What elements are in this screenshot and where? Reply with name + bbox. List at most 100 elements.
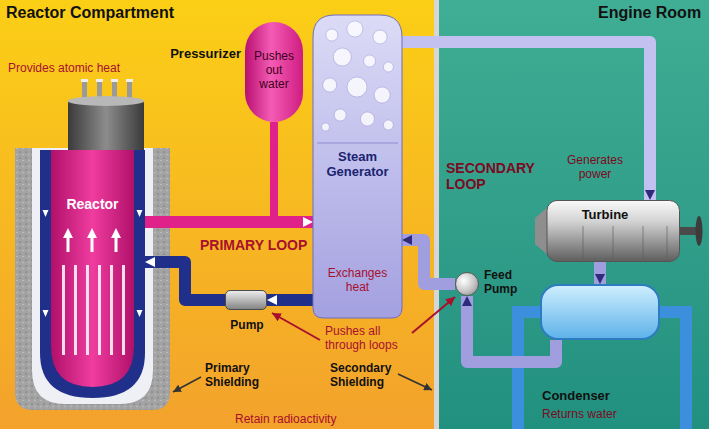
steam-bubble	[347, 21, 363, 37]
rod-cap	[126, 79, 133, 82]
fuel-rod	[74, 265, 77, 355]
condenser: CondenserReturns water	[540, 284, 660, 340]
turbine-casing	[547, 201, 680, 262]
flow-arrow	[43, 310, 49, 317]
text-slot: Steam Generator	[317, 150, 398, 180]
vessel-head	[68, 100, 144, 154]
component-heading: Provides atomic heat	[8, 62, 120, 76]
turbine-stage	[667, 226, 668, 258]
flow-arrow	[111, 228, 121, 252]
turbine: Generates powerTurbine	[535, 200, 680, 262]
component-heading: Feed Pump	[484, 269, 528, 297]
text-slot: Condenser	[542, 386, 642, 404]
leader-arrow	[173, 377, 201, 392]
flow-arrow	[137, 210, 143, 217]
turbine-stage	[643, 226, 644, 258]
annotation: Pushes all through loops	[325, 325, 415, 353]
pipe	[145, 122, 274, 222]
text-slot: Feed Pump	[484, 269, 528, 297]
rod-cap	[111, 79, 118, 82]
component-heading: Pump	[230, 319, 263, 333]
steam-bubble	[334, 109, 346, 121]
bulkhead	[434, 0, 439, 429]
loop-label: SECONDARY LOOP	[446, 160, 546, 192]
flow-arrow	[63, 228, 73, 252]
text-slot: Pressurizer	[163, 44, 241, 62]
pipe	[594, 262, 606, 284]
steam-bubble	[383, 62, 393, 72]
vessel-head-top	[68, 96, 144, 106]
engine-room-region: Engine RoomFeed PumpGenerates powerTurbi…	[440, 0, 709, 429]
fuel-rod	[86, 265, 89, 355]
propeller	[696, 216, 703, 246]
vessel-wall	[40, 150, 145, 398]
flow-arrow	[137, 310, 143, 317]
text-slot: Reactor	[50, 195, 135, 213]
steam-bubble	[360, 112, 374, 126]
fuel-rod	[110, 265, 113, 355]
component-heading: Pressurizer	[170, 47, 241, 62]
insulation-gap	[32, 148, 153, 404]
component-heading: Returns water	[542, 408, 617, 422]
component-label: Turbine	[582, 208, 629, 223]
component-heading: Engine Room	[598, 4, 701, 22]
component-label: Steam Generator	[317, 150, 398, 180]
component-label: Exchanges heat	[317, 267, 398, 295]
component-heading: Condenser	[542, 389, 610, 404]
fuel-rod	[122, 265, 125, 355]
pressurizer-tank: PressurizerPushes out water	[245, 22, 303, 122]
shape-outline	[40, 150, 145, 398]
text-slot: SECONDARY LOOP	[446, 160, 546, 193]
reactor-vessel: Provides atomic heatReactor	[40, 150, 145, 398]
steam-bubble	[326, 29, 338, 41]
text-slot: Exchanges heat	[317, 267, 398, 295]
text-slot: Pushes out water	[252, 50, 296, 92]
text-slot: Generates power	[557, 154, 633, 182]
turbine-stage	[583, 226, 584, 258]
text-slot: Reactor Compartment	[6, 4, 236, 22]
flow-arrow	[87, 228, 97, 252]
part-label: Secondary Shielding	[330, 362, 410, 390]
component-heading: Reactor Compartment	[6, 4, 174, 22]
reactor-core	[51, 150, 134, 387]
text-slot: Pushes all through loops	[325, 325, 415, 353]
feed-pump: Feed Pump	[455, 272, 479, 296]
steam-bubble	[374, 87, 390, 103]
leader-arrow	[412, 297, 455, 333]
rod-cap	[81, 79, 88, 82]
loop-label: PRIMARY LOOP	[200, 237, 307, 253]
primary-shielding	[15, 148, 170, 410]
steam-generator: Steam GeneratorExchanges heat	[313, 15, 402, 318]
pipe	[267, 294, 313, 306]
text-slot: Secondary Shielding	[330, 362, 410, 390]
pipe	[145, 262, 225, 300]
text-slot: Engine Room	[598, 4, 704, 22]
turbine-stage	[613, 226, 614, 258]
flow-arrow	[43, 210, 49, 217]
steam-bubble	[347, 77, 367, 97]
steam-bubble	[373, 30, 387, 44]
component-heading: Generates power	[557, 154, 633, 182]
fuel-rod	[62, 265, 65, 355]
cooling-water-pipe	[518, 312, 541, 429]
annotation: Retain radioactivity	[235, 413, 336, 427]
part-label: Primary Shielding	[205, 362, 280, 390]
text-slot: Retain radioactivity	[235, 409, 375, 427]
pipe	[402, 42, 650, 200]
steam-bubble	[364, 55, 376, 67]
cooling-water-pipe	[659, 312, 686, 429]
coolant-pump: Pump	[225, 290, 267, 310]
compartment-ground	[0, 0, 440, 429]
steam-bubble	[323, 78, 337, 92]
leader-arrow	[398, 374, 432, 390]
text-slot: Primary Shielding	[205, 362, 280, 390]
component-label: Pushes out water	[252, 50, 296, 91]
text-slot: Provides atomic heat	[8, 58, 148, 76]
steam-bubble	[322, 123, 330, 131]
pipe	[402, 240, 455, 284]
steam-generator-shell	[313, 15, 402, 318]
fuel-rod	[98, 265, 101, 355]
steam-bubble	[383, 120, 393, 130]
leader-arrow	[272, 313, 320, 340]
text-slot: Turbine	[565, 205, 645, 223]
